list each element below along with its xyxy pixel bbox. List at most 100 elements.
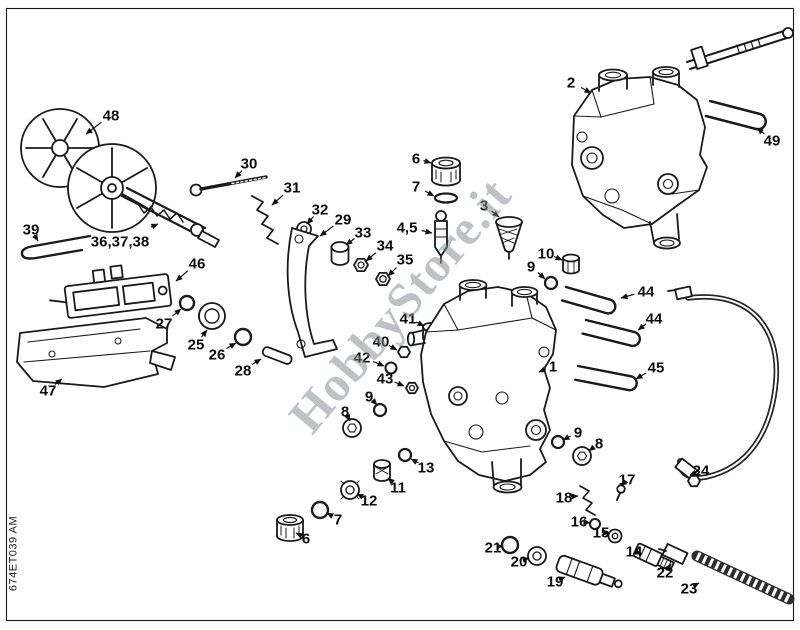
part-callout-17: 17 [619,471,636,488]
part-callout-49: 49 [764,132,781,149]
leader-line-9 [370,398,378,406]
leader-line-29 [319,225,334,237]
screw-30 [189,175,268,197]
valve-fitting-19 [555,554,623,589]
impeller-wheels-48 [20,108,157,233]
part-callout-40: 40 [373,333,390,350]
part-callout-15: 15 [593,524,610,541]
part-callout-42: 42 [354,349,371,366]
bushing-25 [197,302,226,330]
part-callout-35: 35 [397,251,414,268]
part-callout-47: 47 [40,382,57,399]
leader-line-1 [538,366,547,373]
part-callout-1: 1 [549,358,557,375]
part-callout-7: 7 [334,511,342,528]
part-callout-43: 43 [377,370,394,387]
spring-18 [579,485,596,516]
high-pressure-hose-24 [667,285,780,488]
part-callout-3: 3 [480,197,488,214]
leader-line-28 [251,358,262,366]
leader-line-44 [637,323,647,331]
lever-29 [286,227,338,358]
leader-line-39 [32,233,39,242]
retaining-clip-49 [704,99,767,131]
plug-8-right [572,446,592,466]
part-callout-34: 34 [377,237,394,254]
part-callout-27: 27 [156,315,173,332]
part-callout-23: 23 [681,580,698,597]
valve-4-5 [434,210,448,264]
part-callout-10: 10 [538,245,555,262]
part-callout-7: 7 [412,178,420,195]
leader-line-42 [372,360,385,367]
spring-31 [251,195,279,245]
part-callout-48: 48 [103,107,120,124]
leader-line-9 [562,434,571,441]
leader-line-25 [200,329,208,338]
leader-line-6 [295,532,304,539]
o-ring-9-top [543,275,559,291]
leader-line-21 [496,543,504,550]
part-callout-16: 16 [571,513,588,530]
document-code: 674ET039 AM [7,515,20,592]
leader-line-44 [620,293,635,300]
leader-line-8 [344,413,351,422]
screw-17 [616,484,626,501]
leader-line-49 [756,127,765,135]
part-callout-36,37,38: 36,37,38 [91,233,149,250]
part-callout-14: 14 [626,543,643,560]
part-callout-11: 11 [390,479,406,496]
part-callout-4,5: 4,5 [397,219,418,236]
o-ring-26 [233,327,253,347]
clip-45 [574,364,638,392]
part-callout-22: 22 [657,564,674,581]
leader-line-4,5 [421,228,433,235]
callout-layer: 4830313229333435674,532493936,37,3846272… [23,74,781,597]
part-callout-45: 45 [648,359,665,376]
leader-line-18 [570,493,579,500]
o-ring-9-right [550,434,566,450]
leader-line-10 [553,254,563,261]
part-callout-24: 24 [693,462,710,479]
part-callout-39: 39 [23,221,40,238]
leader-line-47 [54,378,63,386]
part-callout-20: 20 [511,553,528,570]
switch-46 [49,264,173,319]
strainer-3 [495,216,523,260]
part-callout-41: 41 [400,310,417,327]
leader-line-7 [326,512,335,519]
part-callout-13: 13 [418,459,435,476]
part-callout-32: 32 [312,201,329,218]
leader-line-6 [423,158,432,164]
leader-line-24 [689,469,698,476]
leader-line-40 [388,344,398,351]
retaining-clip-39 [20,234,92,260]
ring-42 [384,361,398,375]
part-callout-6: 6 [302,530,310,547]
leader-line-26 [226,342,237,350]
o-ring-7-top [433,192,459,204]
part-callout-28: 28 [235,362,252,379]
nut-34 [353,257,369,273]
nut-35 [375,271,391,287]
o-ring-27 [178,294,196,312]
leader-line-16 [583,518,591,525]
part-callout-8: 8 [595,435,603,452]
part-callout-26: 26 [209,346,226,363]
part-callout-9: 9 [574,424,582,441]
part-callout-44: 44 [638,283,655,300]
leader-line-23 [691,582,700,589]
leader-line-13 [410,458,419,465]
cap-6-left [276,514,304,542]
leader-line-48 [85,121,102,135]
pin-28 [261,346,293,365]
nut-40 [397,345,411,359]
leader-line-15 [601,529,610,536]
bushing-12 [340,480,360,500]
part-callout-8: 8 [341,403,349,420]
o-ring-7-left [310,500,330,520]
nut-43 [405,381,419,395]
plug-8-left [342,418,362,438]
cap-6-top [431,156,461,187]
